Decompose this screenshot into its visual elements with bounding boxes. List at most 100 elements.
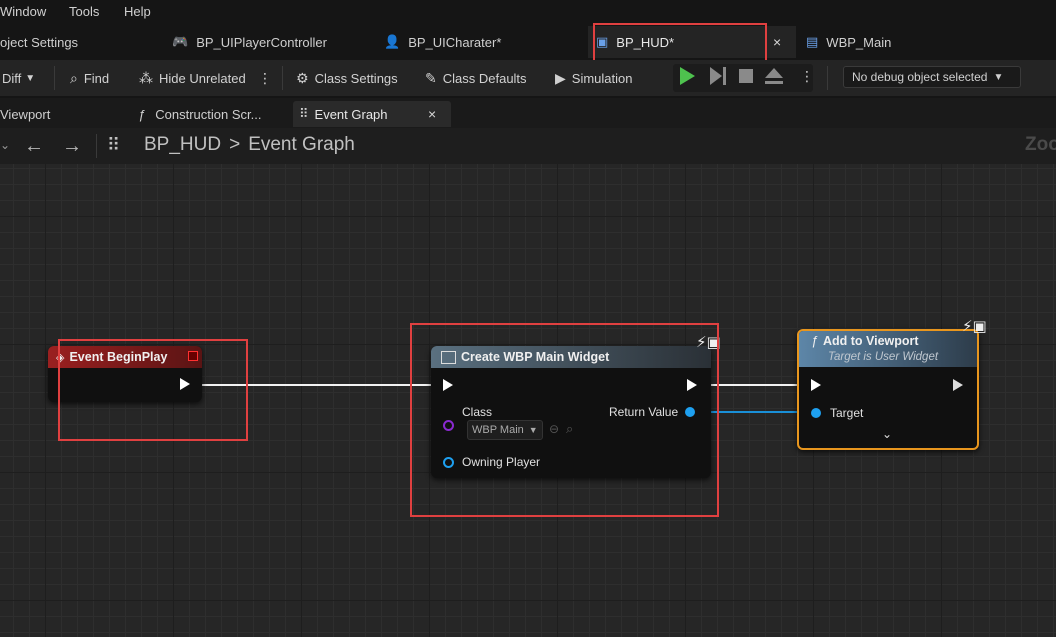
use-selected-icon[interactable]: ⊖ xyxy=(549,422,560,436)
tab-bp-hud[interactable]: ▣ BP_HUD* × xyxy=(588,26,796,58)
menu-bar: Window Tools Help xyxy=(0,0,1056,24)
debug-object-label: No debug object selected xyxy=(852,70,988,84)
close-icon[interactable]: × xyxy=(773,34,782,50)
menu-window[interactable]: Window xyxy=(0,4,47,19)
highlight-box-beginplay xyxy=(58,339,248,441)
node-header: ◈ Event BeginPlay xyxy=(48,346,202,368)
expand-chevron-icon[interactable]: ⌄ xyxy=(882,427,893,441)
class-defaults-button[interactable]: ✎ Class Defaults xyxy=(425,60,527,96)
subtab-event-graph[interactable]: ⠿ Event Graph × xyxy=(293,101,451,127)
stop-icon[interactable] xyxy=(739,69,753,83)
breadcrumb-bar xyxy=(0,128,1056,164)
subtab-construction-script[interactable]: ƒ Construction Scr... xyxy=(138,101,261,127)
tab-bp-uiplayercontroller[interactable]: 🎮 BP_UIPlayerController xyxy=(172,26,327,58)
chevron-down-icon: ▼ xyxy=(528,425,538,435)
menu-tools[interactable]: Tools xyxy=(69,4,100,19)
document-tab-bar xyxy=(0,26,1056,58)
class-defaults-label: Class Defaults xyxy=(442,70,527,86)
node-event-beginplay[interactable]: ◈ Event BeginPlay xyxy=(48,346,202,402)
subtab-label: Event Graph xyxy=(314,106,388,122)
kebab-icon[interactable]: ⋮ xyxy=(800,68,814,84)
return-value-label: Return Value xyxy=(609,405,679,419)
server-client-icon: ⚡▣ xyxy=(962,318,987,335)
breadcrumb-sep: > xyxy=(229,134,241,155)
tab-project-settings[interactable]: oject Settings xyxy=(0,26,78,58)
exec-in-pin[interactable] xyxy=(443,379,453,391)
node-header: ƒ Add to Viewport xyxy=(799,331,977,367)
close-icon[interactable]: × xyxy=(428,106,437,122)
exec-out-pin[interactable] xyxy=(687,379,697,391)
graph-tab-bar xyxy=(0,98,1056,128)
target-pin-label: Target xyxy=(830,406,864,420)
chevron-down-icon: ▼ xyxy=(993,71,1004,83)
tab-label: BP_UICharater* xyxy=(408,34,502,50)
event-graph-icon: ⠿ xyxy=(299,106,309,121)
widget-blueprint-icon: ▤ xyxy=(806,34,819,49)
kebab-icon: ⋮ xyxy=(258,69,272,86)
class-settings-label: Class Settings xyxy=(314,70,398,86)
debug-object-select[interactable]: No debug object selected ▼ xyxy=(843,66,1021,88)
eject-icon[interactable] xyxy=(765,68,783,78)
tab-label: BP_HUD* xyxy=(616,34,675,50)
delegate-pin[interactable] xyxy=(188,351,198,361)
chevron-down-icon: ▼ xyxy=(25,72,36,84)
character-icon: 👤 xyxy=(384,34,401,49)
node-add-to-viewport[interactable]: ƒ Add to Viewport Target is User Widget … xyxy=(797,329,979,450)
node-subtitle: Target is User Widget xyxy=(828,351,939,363)
simulation-button[interactable]: ▶ Simulation xyxy=(555,60,632,96)
breadcrumb-root[interactable]: BP_HUD xyxy=(144,134,222,155)
class-defaults-icon: ✎ xyxy=(425,69,437,86)
tab-label: WBP_Main xyxy=(826,34,892,50)
node-title: Create WBP Main Widget xyxy=(461,350,610,364)
return-value-pin[interactable] xyxy=(685,407,695,417)
hide-unrelated-button[interactable]: ⁂ Hide Unrelated xyxy=(139,60,246,96)
object-wire xyxy=(694,411,812,413)
back-arrow-icon[interactable]: ← xyxy=(24,135,44,157)
exec-out-pin[interactable] xyxy=(953,379,963,391)
tab-label: BP_UIPlayerController xyxy=(196,34,327,50)
class-select-value: WBP Main xyxy=(472,424,524,436)
toolbar-separator xyxy=(282,66,283,90)
class-pin-label: Class xyxy=(462,405,493,419)
diff-label: Diff xyxy=(2,70,22,86)
graph-hierarchy-icon: ⠿ xyxy=(107,135,121,155)
tab-bp-uicharater[interactable]: 👤 BP_UICharater* xyxy=(384,26,501,58)
chevron-down-icon[interactable]: ⌄ xyxy=(0,138,11,152)
subtab-label: Construction Scr... xyxy=(155,106,262,122)
find-button[interactable]: ⌕ Find xyxy=(70,60,109,96)
breadcrumb-leaf: Event Graph xyxy=(248,134,355,155)
exec-out-pin[interactable] xyxy=(180,378,190,390)
step-icon[interactable] xyxy=(710,67,722,85)
more-options-button[interactable]: ⋮ xyxy=(258,60,272,96)
subtab-viewport[interactable]: Viewport xyxy=(0,101,50,127)
owning-player-pin[interactable] xyxy=(443,457,454,468)
browse-search-icon[interactable]: ⌕ xyxy=(566,421,574,436)
exec-in-pin[interactable] xyxy=(811,379,821,391)
target-pin[interactable] xyxy=(811,408,821,418)
gamepad-icon: 🎮 xyxy=(172,34,189,49)
menu-help[interactable]: Help xyxy=(124,4,151,19)
node-title: Add to Viewport xyxy=(822,334,919,348)
play-icon[interactable] xyxy=(680,67,695,85)
exec-wire xyxy=(702,384,808,386)
diff-button[interactable]: Diff ▼ xyxy=(2,60,35,96)
find-label: Find xyxy=(83,70,110,86)
toolbar-separator xyxy=(54,66,55,90)
class-pin[interactable] xyxy=(443,420,454,431)
find-icon: ⌕ xyxy=(70,69,78,86)
tab-wbp-main[interactable]: ▤ WBP_Main xyxy=(806,26,891,58)
function-icon: ƒ xyxy=(138,106,146,122)
class-settings-button[interactable]: ⚙ Class Settings xyxy=(296,60,398,96)
step-bar-icon xyxy=(723,67,726,85)
forward-arrow-icon[interactable]: → xyxy=(62,135,82,157)
hide-unrelated-icon: ⁂ xyxy=(139,69,153,86)
owning-player-label: Owning Player xyxy=(462,455,541,469)
function-icon: ƒ xyxy=(811,334,818,348)
node-create-widget[interactable]: Create WBP Main Widget Class WBP Main ▼ … xyxy=(431,346,711,478)
gear-icon: ⚙ xyxy=(296,69,309,86)
breadcrumb-separator xyxy=(96,134,97,158)
simulation-label: Simulation xyxy=(571,70,633,86)
class-select[interactable]: WBP Main ▼ xyxy=(467,420,543,440)
subtab-label: Viewport xyxy=(0,106,51,122)
breadcrumb: BP_HUD > Event Graph xyxy=(144,134,355,156)
